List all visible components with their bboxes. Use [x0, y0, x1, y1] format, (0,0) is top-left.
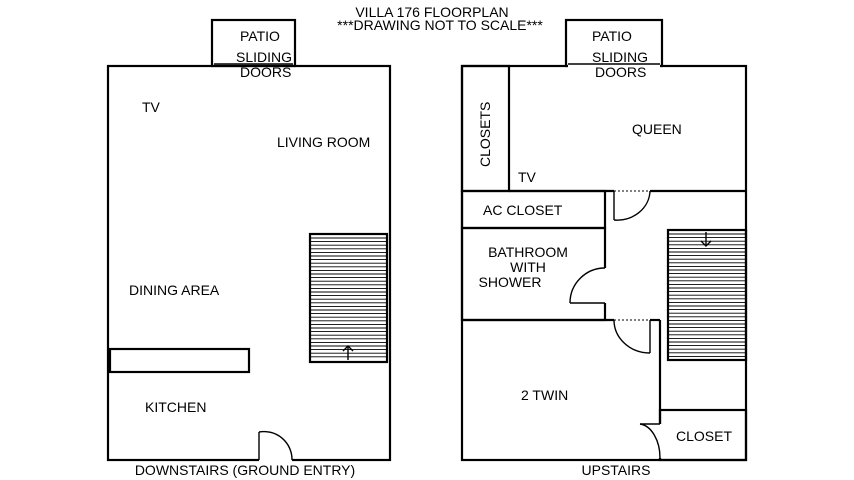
upstairs-patio-label: PATIO	[592, 28, 632, 44]
stair-direction-arrow-up	[700, 240, 712, 247]
upstairs-doors-label: DOORS	[595, 64, 646, 80]
bathroom-label-3: SHOWER	[479, 274, 542, 290]
upstairs-staircase	[666, 228, 748, 362]
downstairs-doors-label: DOORS	[240, 64, 291, 80]
bathroom-label-2: WITH	[510, 259, 546, 275]
upstairs-plan: PATIO SLIDING DOORS CLOSETS QUEEN TV AC …	[460, 18, 748, 478]
closet-door	[639, 423, 662, 459]
downstairs-patio-label: PATIO	[240, 28, 280, 44]
downstairs-plan: PATIO SLIDING DOORS TV LIVING ROOM DININ…	[106, 18, 392, 478]
kitchen-label: KITCHEN	[145, 399, 206, 415]
downstairs-caption: DOWNSTAIRS (GROUND ENTRY)	[135, 462, 355, 478]
living-room-label: LIVING ROOM	[277, 134, 370, 150]
queen-door	[613, 190, 651, 221]
stair-direction-arrow	[342, 345, 354, 352]
downstairs-sliding-label: SLIDING	[236, 49, 292, 65]
entry-door	[258, 430, 293, 462]
bathroom-door	[569, 267, 607, 304]
closets-label: CLOSETS	[477, 102, 493, 167]
kitchen-counter	[108, 347, 251, 374]
floorplan-subtitle: ***DRAWING NOT TO SCALE***	[337, 17, 543, 33]
ac-closet-label: AC CLOSET	[483, 202, 563, 218]
queen-label: QUEEN	[632, 121, 682, 137]
downstairs-tv-label: TV	[142, 99, 161, 115]
downstairs-staircase	[308, 232, 389, 364]
upstairs-sliding-label: SLIDING	[592, 49, 648, 65]
floorplan-title: VILLA 176 FLOORPLAN	[355, 4, 508, 20]
upstairs-tv-label: TV	[518, 169, 537, 185]
dining-area-label: DINING AREA	[129, 282, 220, 298]
upstairs-caption: UPSTAIRS	[582, 462, 651, 478]
twin-door	[613, 319, 651, 354]
bathroom-label-1: BATHROOM	[488, 244, 568, 260]
two-twin-label: 2 TWIN	[521, 387, 568, 403]
upstairs-closet-label: CLOSET	[676, 428, 732, 444]
